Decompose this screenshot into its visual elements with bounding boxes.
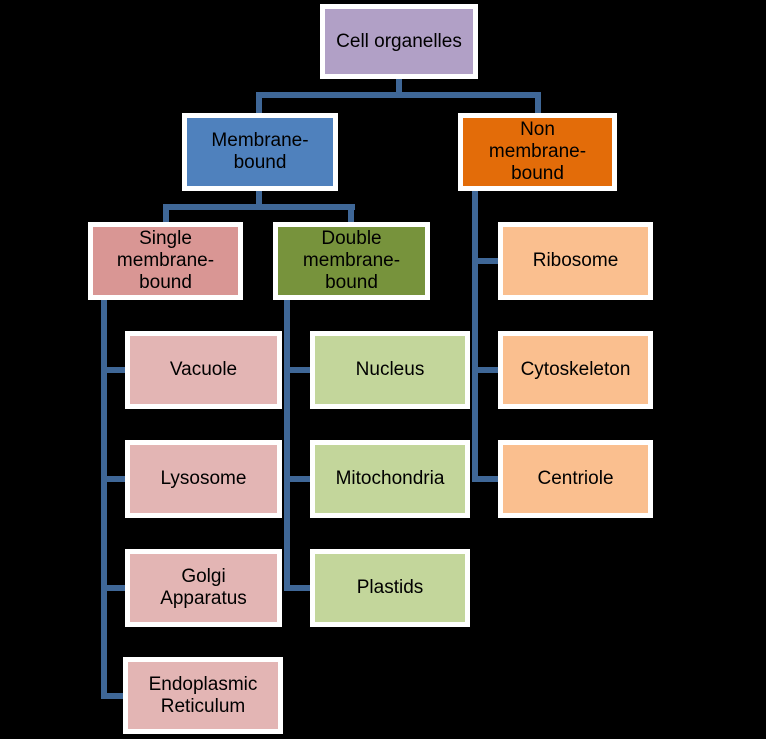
node-plastids-label: Plastids — [356, 577, 424, 598]
connector-to-cytoskeleton — [472, 367, 498, 373]
connector-double-drop — [284, 299, 290, 591]
connector-to-plastids — [284, 585, 310, 591]
node-cytoskeleton-label: Cytoskeleton — [520, 359, 631, 380]
node-single-membrane-bound: Single membrane- bound — [88, 222, 243, 300]
connector-to-double-membrane — [348, 208, 354, 223]
node-golgi-apparatus: Golgi Apparatus — [125, 549, 282, 627]
connector-to-centriole — [472, 476, 498, 482]
connector-to-non-membrane-bound — [535, 96, 541, 114]
node-single-membrane-bound-label: Single membrane- bound — [116, 228, 215, 293]
connector-to-nucleus — [284, 367, 310, 373]
node-membrane-bound: Membrane- bound — [182, 113, 338, 191]
connector-to-endoplasmic-reticulum — [101, 693, 125, 699]
node-endoplasmic-reticulum-label: Endoplasmic Reticulum — [148, 673, 258, 717]
node-double-membrane-bound-label: Double membrane- bound — [302, 228, 401, 293]
node-vacuole-label: Vacuole — [169, 359, 238, 380]
connector-single-drop — [101, 299, 107, 699]
connector-root-stub — [396, 78, 402, 93]
node-cell-organelles-label: Cell organelles — [336, 30, 462, 52]
connector-non-membrane-drop — [472, 190, 478, 482]
connector-to-vacuole — [101, 367, 125, 373]
node-non-membrane-bound-label: Non membrane- bound — [488, 119, 587, 184]
node-centriole: Centriole — [498, 440, 653, 518]
connector-to-membrane-bound — [256, 96, 262, 114]
node-ribosome-label: Ribosome — [532, 250, 619, 271]
node-plastids: Plastids — [310, 549, 470, 627]
node-membrane-bound-label: Membrane- bound — [211, 130, 309, 173]
node-ribosome: Ribosome — [498, 222, 653, 300]
connector-to-golgi — [101, 585, 125, 591]
node-cytoskeleton: Cytoskeleton — [498, 331, 653, 409]
node-cell-organelles: Cell organelles — [320, 4, 478, 79]
connector-to-mitochondria — [284, 476, 310, 482]
node-mitochondria-label: Mitochondria — [335, 468, 445, 489]
node-lysosome: Lysosome — [125, 440, 282, 518]
node-vacuole: Vacuole — [125, 331, 282, 409]
node-centriole-label: Centriole — [537, 468, 614, 489]
node-mitochondria: Mitochondria — [310, 440, 470, 518]
connector-membrane-bus — [163, 204, 355, 210]
node-non-membrane-bound: Non membrane- bound — [458, 113, 617, 191]
connector-to-lysosome — [101, 476, 125, 482]
node-lysosome-label: Lysosome — [160, 468, 247, 489]
connector-to-ribosome — [472, 258, 498, 264]
node-endoplasmic-reticulum: Endoplasmic Reticulum — [123, 657, 283, 734]
connector-membrane-stub — [256, 190, 262, 205]
connector-root-bus — [256, 92, 541, 98]
connector-to-single-membrane — [163, 208, 169, 223]
node-double-membrane-bound: Double membrane- bound — [273, 222, 430, 300]
node-golgi-apparatus-label: Golgi Apparatus — [160, 566, 247, 609]
node-nucleus-label: Nucleus — [355, 359, 425, 380]
node-nucleus: Nucleus — [310, 331, 470, 409]
